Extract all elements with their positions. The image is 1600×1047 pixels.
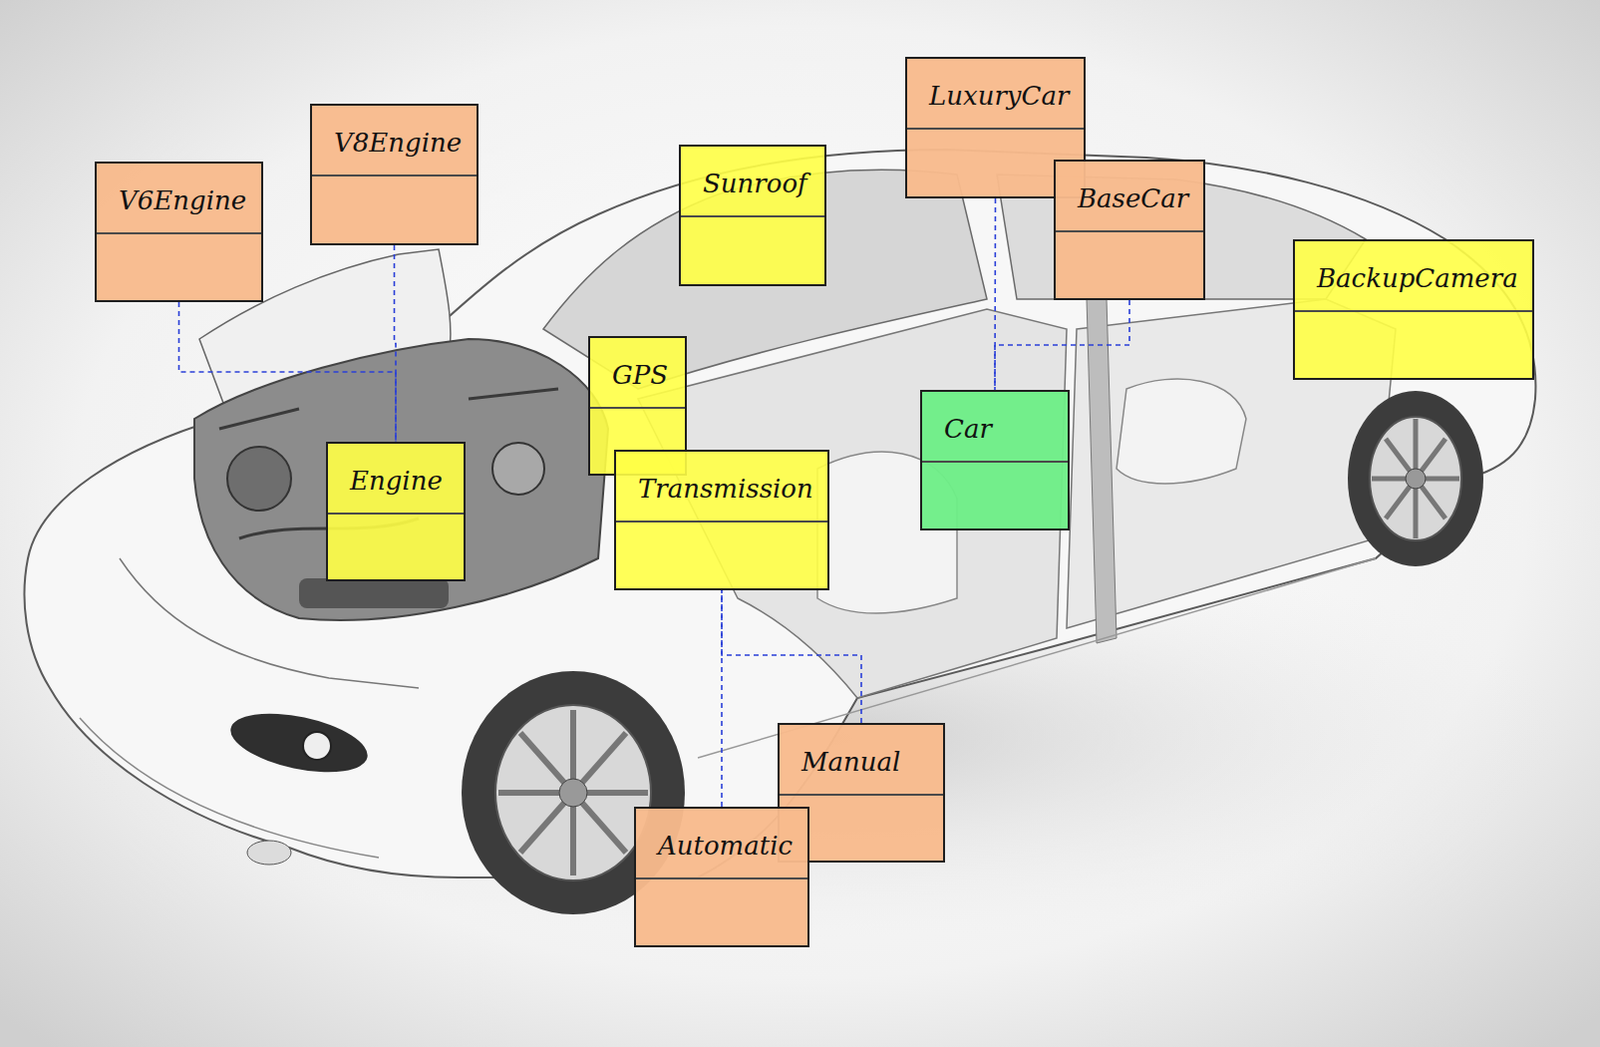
class-box: Engine <box>325 441 466 582</box>
class-name-compartment: BackupCamera <box>1294 241 1533 313</box>
class-name: BackupCamera <box>1316 264 1519 294</box>
class-name-compartment: Automatic <box>636 808 808 880</box>
class-name: Transmission <box>638 474 814 504</box>
class-name: Engine <box>349 466 443 496</box>
class-box: Sunroof <box>678 144 827 287</box>
rear-seat <box>1116 378 1247 484</box>
fog-light <box>247 840 292 865</box>
inheritance-line <box>993 198 996 390</box>
front-hub <box>559 778 588 807</box>
class-name-compartment: GPS <box>590 337 685 409</box>
class-name-compartment: V6Engine <box>96 163 262 235</box>
inheritance-line <box>720 590 723 807</box>
headlight <box>225 702 373 783</box>
rear-hub <box>1405 468 1426 489</box>
class-name: V8Engine <box>333 128 462 158</box>
class-name: BaseCar <box>1077 184 1189 214</box>
class-box: BaseCar <box>1053 159 1206 301</box>
door-pillar <box>1086 299 1117 643</box>
rear-rim <box>1369 416 1462 541</box>
engine-part <box>299 578 449 609</box>
engine-part <box>492 442 545 495</box>
rear-tire <box>1347 390 1484 567</box>
headlight-lens <box>303 731 331 760</box>
class-name-compartment: LuxuryCar <box>907 58 1084 130</box>
class-name-compartment: BaseCar <box>1055 161 1204 233</box>
class-box: BackupCamera <box>1292 239 1535 380</box>
class-name: Manual <box>801 747 901 777</box>
class-box: V6Engine <box>94 161 264 303</box>
class-box: Car <box>920 389 1070 531</box>
class-name: Automatic <box>657 831 793 861</box>
engine-bay <box>194 338 609 621</box>
class-name: LuxuryCar <box>929 81 1069 111</box>
class-name: Sunroof <box>702 169 808 199</box>
inheritance-line <box>721 590 862 723</box>
class-name-compartment: V8Engine <box>312 105 477 177</box>
class-name-compartment: Sunroof <box>680 146 825 218</box>
class-name: V6Engine <box>118 186 247 216</box>
inheritance-line <box>179 302 397 442</box>
class-name: Car <box>944 414 992 444</box>
class-box: V8Engine <box>310 103 479 246</box>
inheritance-line <box>394 245 397 442</box>
class-name: GPS <box>612 360 668 390</box>
class-name-compartment: Transmission <box>616 451 828 523</box>
rear-spokes <box>1371 418 1460 539</box>
front-spokes <box>498 709 648 876</box>
class-box: Automatic <box>634 806 810 948</box>
inheritance-line <box>994 300 1130 390</box>
front-rim <box>495 704 651 881</box>
engine-part <box>227 446 292 511</box>
class-name-compartment: Engine <box>327 443 464 515</box>
class-name-compartment: Car <box>922 391 1068 463</box>
class-box: Transmission <box>614 449 830 591</box>
class-name-compartment: Manual <box>779 724 944 796</box>
